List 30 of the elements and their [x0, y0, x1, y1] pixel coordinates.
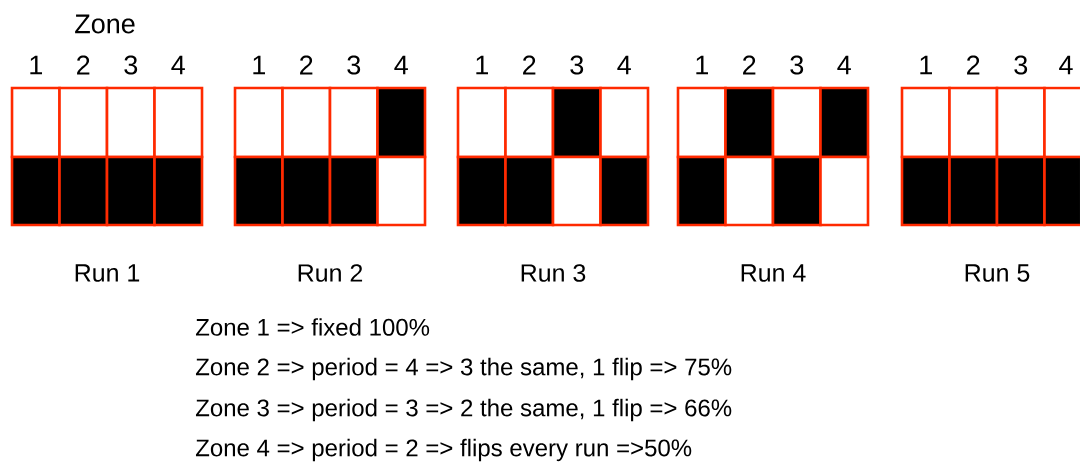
text: 3 [1014, 55, 1028, 75]
text: 3 [570, 55, 584, 75]
text: 2 [523, 55, 536, 75]
text: Run 4 [741, 264, 806, 282]
text: 2 [967, 55, 980, 75]
text: 2 [300, 55, 313, 75]
text: Zone 1 => fixed 100% [196, 318, 430, 336]
text: 4 [394, 55, 408, 75]
text: Run 3 [521, 264, 586, 282]
text: Zone 4 => period = 2 => flips every run =>50% [196, 438, 692, 462]
text: 1 [696, 55, 708, 75]
text: 1 [253, 55, 265, 75]
text: Run 2 [298, 264, 363, 282]
text: Zone 2 => period = 4 => 3 the same, 1 flip => 75% [196, 357, 732, 381]
text: 4 [171, 55, 185, 75]
text: 4 [837, 55, 851, 75]
text: Zone [75, 14, 135, 34]
text: 1 [920, 55, 932, 75]
text: 4 [617, 55, 631, 75]
text: 3 [124, 55, 138, 75]
text: Run 1 [75, 264, 140, 282]
text: 1 [476, 55, 488, 75]
text: 1 [30, 55, 42, 75]
text: Zone 3 => period = 3 => 2 the same, 1 flip => 66% [196, 398, 732, 422]
text: 3 [347, 55, 361, 75]
text: 2 [743, 55, 756, 75]
text: 4 [1059, 55, 1073, 75]
text: 2 [77, 55, 90, 75]
text: 3 [790, 55, 804, 75]
text: Run 5 [965, 264, 1030, 282]
